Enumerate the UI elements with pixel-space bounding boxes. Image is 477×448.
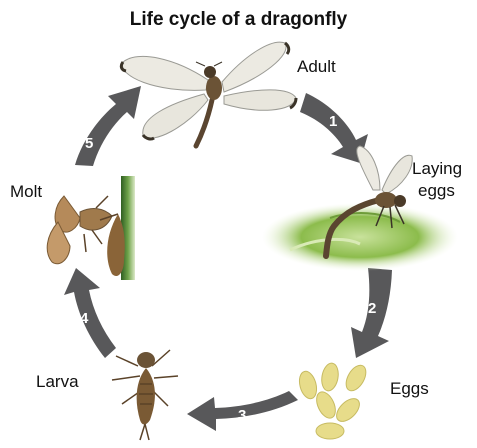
cycle-arrow-3: 3: [187, 391, 298, 431]
egg: [316, 423, 344, 439]
laying-thorax: [375, 192, 397, 208]
stage-label-adult: Adult: [297, 56, 336, 77]
cycle-arrow-5: 5: [75, 86, 141, 166]
egg: [313, 389, 339, 421]
stage-label-laying-eggs-line1: Laying: [412, 158, 462, 179]
larva-head: [137, 352, 155, 368]
step-number-4: 4: [80, 310, 89, 327]
egg: [332, 394, 363, 425]
step-number-2: 2: [368, 300, 376, 317]
molt-illustration: [47, 176, 135, 280]
larva-illustration: [112, 350, 178, 440]
adult-wing-front-right: [222, 42, 286, 92]
laying-wing-left: [357, 146, 380, 190]
eggs-illustration: [297, 362, 370, 439]
stage-label-eggs: Eggs: [390, 378, 429, 399]
laying-wing-right: [382, 155, 412, 194]
adult-wing-hind-left: [143, 94, 208, 138]
molt-thorax: [80, 209, 112, 231]
egg: [297, 369, 320, 400]
adult-dragonfly-illustration: [121, 42, 296, 146]
step-number-1: 1: [329, 113, 337, 130]
step-number-5: 5: [85, 135, 93, 152]
egg: [342, 362, 370, 394]
cycle-arrow-2: 2: [351, 268, 392, 358]
stage-label-laying-eggs-line2: eggs: [418, 180, 455, 201]
egg: [320, 362, 341, 392]
cycle-arrow-4: 4: [64, 268, 116, 358]
step-number-3: 3: [238, 407, 246, 424]
adult-wing-front-left: [122, 56, 208, 90]
adult-thorax: [206, 76, 222, 100]
adult-wing-hind-right: [224, 90, 296, 110]
stage-label-molt: Molt: [10, 181, 42, 202]
stage-label-larva: Larva: [36, 371, 79, 392]
adult-head: [204, 66, 216, 78]
